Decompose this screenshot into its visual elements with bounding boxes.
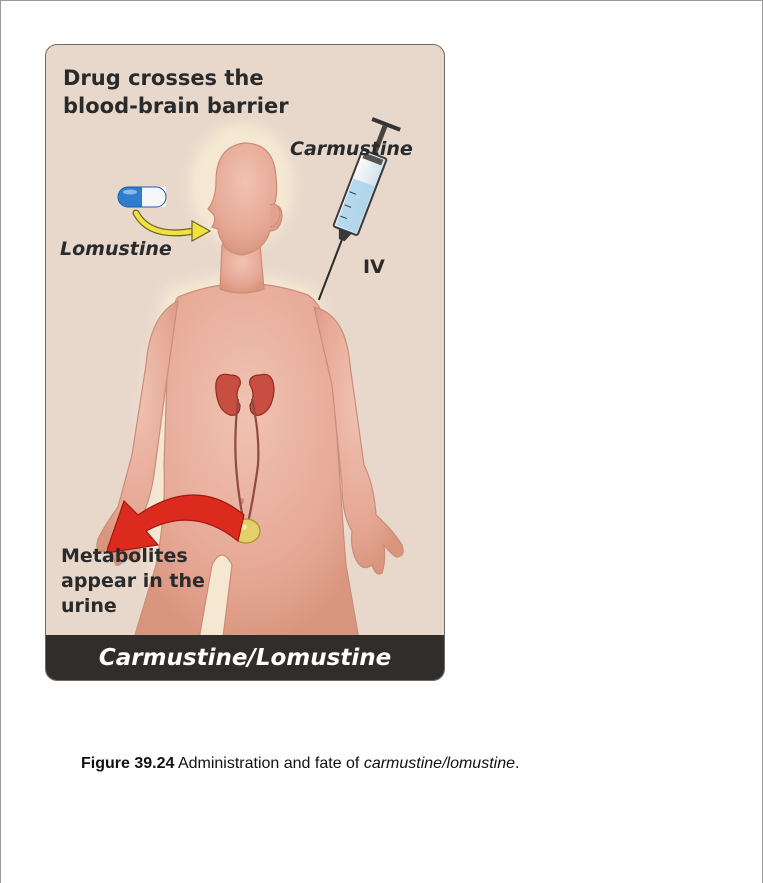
figure-number: Figure 39.24 [81,755,174,772]
panel-footer-title: Carmustine/Lomustine [99,645,391,671]
carmustine-label: Carmustine [290,138,413,160]
metabolites-label: Metabolites appear in the urine [61,544,211,619]
lomustine-label: Lomustine [60,238,172,260]
iv-label: IV [363,256,385,278]
capsule-icon [118,187,166,207]
panel-title: Drug crosses the blood-brain barrier [63,64,313,120]
caption-text: Administration and fate of [174,755,363,772]
figure-panel: Drug crosses the blood-brain barrier Car… [45,44,445,681]
caption-drug: carmustine/lomustine [364,755,515,772]
caption-end: . [515,755,519,772]
figure-caption: Figure 39.24 Administration and fate of … [81,755,751,773]
panel-footer: Carmustine/Lomustine [46,635,444,680]
